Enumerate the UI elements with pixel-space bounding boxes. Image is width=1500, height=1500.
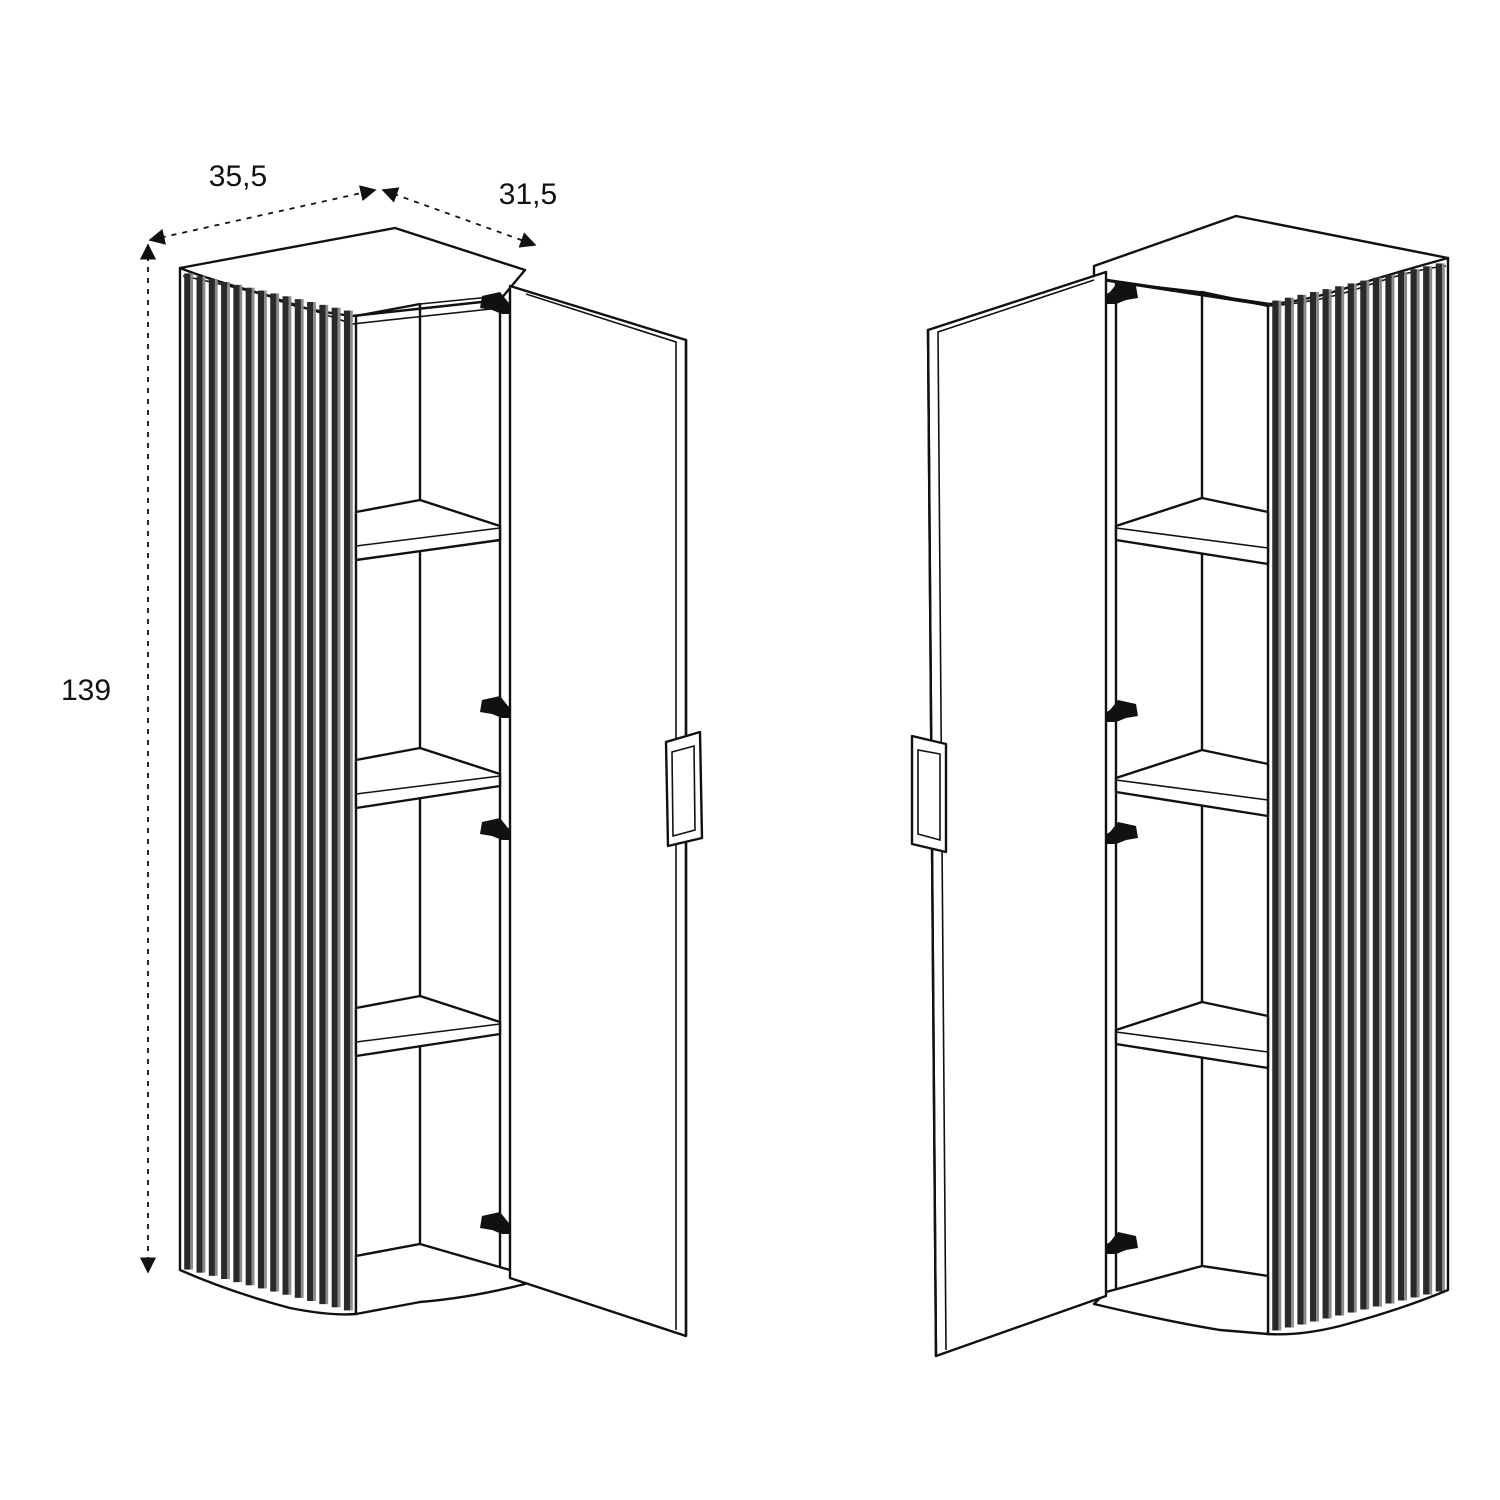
side-rib-highlight — [1291, 297, 1294, 1328]
right-cabinet-top — [1092, 214, 1450, 306]
side-rib — [319, 304, 326, 1305]
side-rib — [331, 307, 338, 1308]
side-rib-highlight — [1328, 289, 1332, 1319]
side-rib — [208, 279, 215, 1276]
right-shelf-1 — [1114, 496, 1270, 566]
side-rib — [1272, 300, 1279, 1331]
left-cabinet-ribbed-side — [184, 273, 353, 1311]
side-rib-highlight — [1341, 286, 1345, 1316]
right-door-handle — [910, 734, 948, 854]
side-rib — [1410, 269, 1417, 1298]
hinge-icon — [480, 292, 518, 332]
side-rib — [1322, 289, 1329, 1319]
side-rib-highlight — [190, 273, 194, 1270]
side-rib-highlight — [1316, 292, 1320, 1322]
side-rib — [245, 287, 252, 1286]
side-rib-highlight — [214, 279, 218, 1276]
height-label: 139 — [61, 674, 111, 707]
side-rib-highlight — [1353, 283, 1357, 1313]
width-dimension-line — [148, 185, 377, 245]
side-rib-highlight — [276, 293, 280, 1292]
left-cabinet-hinges — [480, 292, 518, 1252]
side-rib — [1360, 280, 1367, 1310]
side-rib — [307, 302, 314, 1301]
side-rib-highlight — [264, 290, 267, 1289]
side-rib-highlight — [1404, 272, 1408, 1301]
right-shelf-3 — [1114, 1000, 1270, 1070]
side-rib — [221, 282, 228, 1279]
side-rib — [1284, 297, 1292, 1328]
right-cabinet-hinges — [1100, 282, 1138, 1272]
left-shelf-3 — [354, 994, 502, 1058]
left-cabinet — [178, 226, 704, 1338]
side-rib — [1335, 286, 1342, 1316]
side-rib — [1423, 266, 1430, 1295]
left-cabinet-door — [508, 284, 688, 1338]
right-cabinet-shelves — [1114, 496, 1270, 1070]
hinge-icon — [1100, 1232, 1138, 1272]
depth-label: 31,5 — [499, 178, 557, 211]
left-shelf-1 — [354, 498, 502, 562]
side-rib — [1372, 277, 1380, 1307]
dimension-annotations: 35,5 31,5 139 — [61, 160, 557, 1274]
side-rib-highlight — [300, 299, 304, 1298]
side-rib — [282, 296, 289, 1295]
hinge-icon — [480, 818, 518, 858]
side-rib-highlight — [1379, 277, 1382, 1307]
right-cabinet — [910, 214, 1450, 1358]
side-rib — [270, 293, 277, 1292]
side-rib-highlight — [313, 302, 316, 1301]
width-label: 35,5 — [209, 160, 267, 193]
side-rib-highlight — [202, 276, 206, 1273]
side-rib-highlight — [350, 310, 353, 1311]
side-rib-highlight — [1429, 266, 1433, 1295]
side-rib-highlight — [227, 282, 230, 1279]
side-rib — [1297, 294, 1304, 1325]
side-rib-highlight — [1441, 263, 1445, 1292]
side-rib — [294, 299, 301, 1298]
side-rib-highlight — [239, 284, 243, 1283]
hinge-icon — [480, 1212, 518, 1252]
side-rib — [1309, 292, 1317, 1322]
side-rib-highlight — [337, 307, 341, 1308]
left-cabinet-top — [178, 226, 527, 318]
side-rib-highlight — [1278, 300, 1282, 1331]
depth-dimension-line — [381, 187, 537, 248]
hinge-icon — [1100, 282, 1138, 322]
side-rib — [184, 273, 191, 1270]
side-rib-highlight — [1391, 274, 1395, 1304]
right-shelf-2 — [1114, 748, 1270, 818]
left-shelf-2 — [354, 746, 502, 810]
side-rib-highlight — [251, 287, 255, 1286]
side-rib-highlight — [1366, 280, 1370, 1310]
side-rib — [1435, 263, 1442, 1292]
side-rib — [1347, 283, 1354, 1313]
right-cabinet-door — [926, 270, 1108, 1358]
side-rib-highlight — [1303, 294, 1307, 1325]
hinge-icon — [1100, 822, 1138, 862]
side-rib-highlight — [288, 296, 292, 1295]
side-rib — [257, 290, 265, 1289]
side-rib — [1397, 272, 1405, 1301]
right-cabinet-base — [1092, 1264, 1270, 1336]
left-cabinet-shelves — [354, 498, 502, 1058]
side-rib — [1385, 274, 1392, 1304]
right-cabinet-ribbed-side — [1272, 263, 1445, 1331]
left-door-handle — [664, 730, 704, 848]
side-rib — [233, 284, 240, 1283]
side-rib — [343, 310, 351, 1311]
hinge-icon — [480, 696, 518, 736]
side-rib-highlight — [325, 304, 329, 1305]
side-rib — [196, 276, 203, 1273]
side-rib-highlight — [1416, 269, 1420, 1298]
hinge-icon — [1100, 700, 1138, 740]
